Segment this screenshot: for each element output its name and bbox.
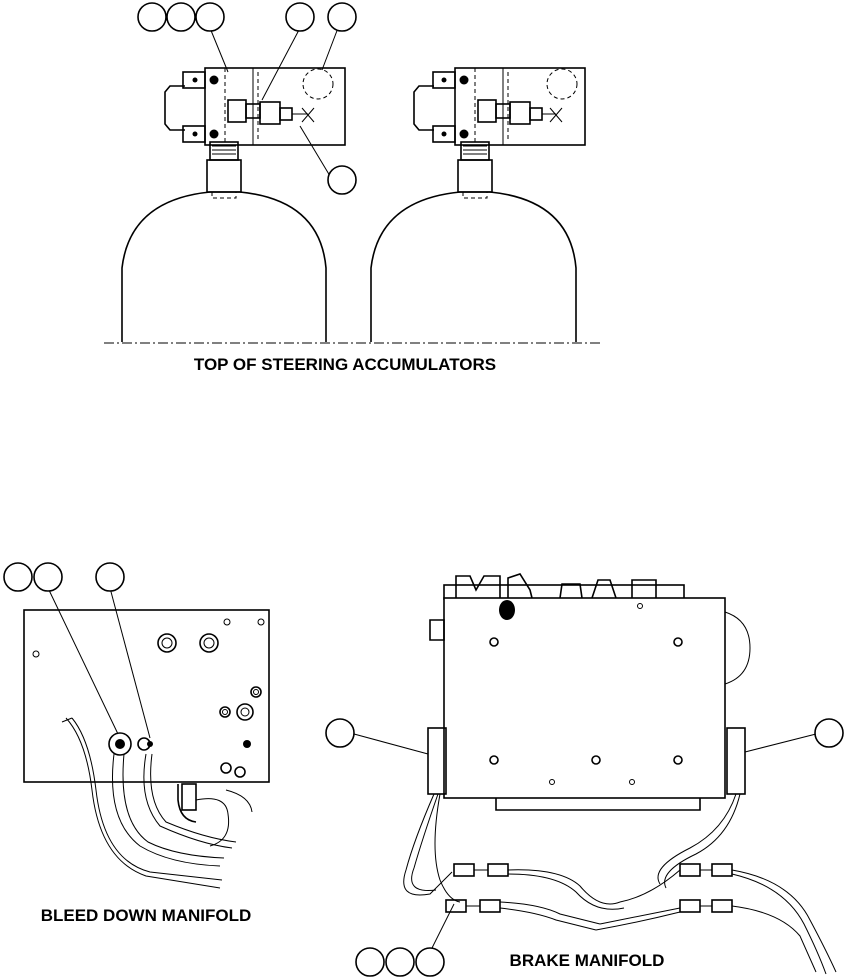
accumulator-right: [370, 67, 586, 342]
callout-circle: [95, 562, 125, 592]
bleed-callouts: [3, 562, 151, 739]
accumulator-left: [121, 67, 346, 342]
callout-circle: [195, 2, 225, 32]
callout-circle: [33, 562, 63, 592]
callout-circle: [137, 2, 167, 32]
callout-circle: [327, 165, 357, 195]
callout-circle: [3, 562, 33, 592]
callout-circle: [285, 2, 315, 32]
steering-caption: TOP OF STEERING ACCUMULATORS: [194, 355, 496, 374]
callout-circle: [355, 947, 385, 977]
callout-circle: [166, 2, 196, 32]
brake-manifold-view: BRAKE MANIFOLD: [325, 573, 844, 977]
callout-circle: [327, 2, 357, 32]
bleed-down-manifold-view: BLEED DOWN MANIFOLD: [3, 562, 270, 925]
brake-callouts: [325, 718, 844, 977]
callout-circle: [325, 718, 355, 748]
brake-caption: BRAKE MANIFOLD: [510, 951, 665, 970]
callout-circle: [814, 718, 844, 748]
bleed-caption: BLEED DOWN MANIFOLD: [41, 906, 252, 925]
callout-circle: [415, 947, 445, 977]
steering-callouts: [137, 2, 357, 195]
callout-circle: [385, 947, 415, 977]
steering-accumulators-view: TOP OF STEERING ACCUMULATORS: [104, 2, 600, 374]
